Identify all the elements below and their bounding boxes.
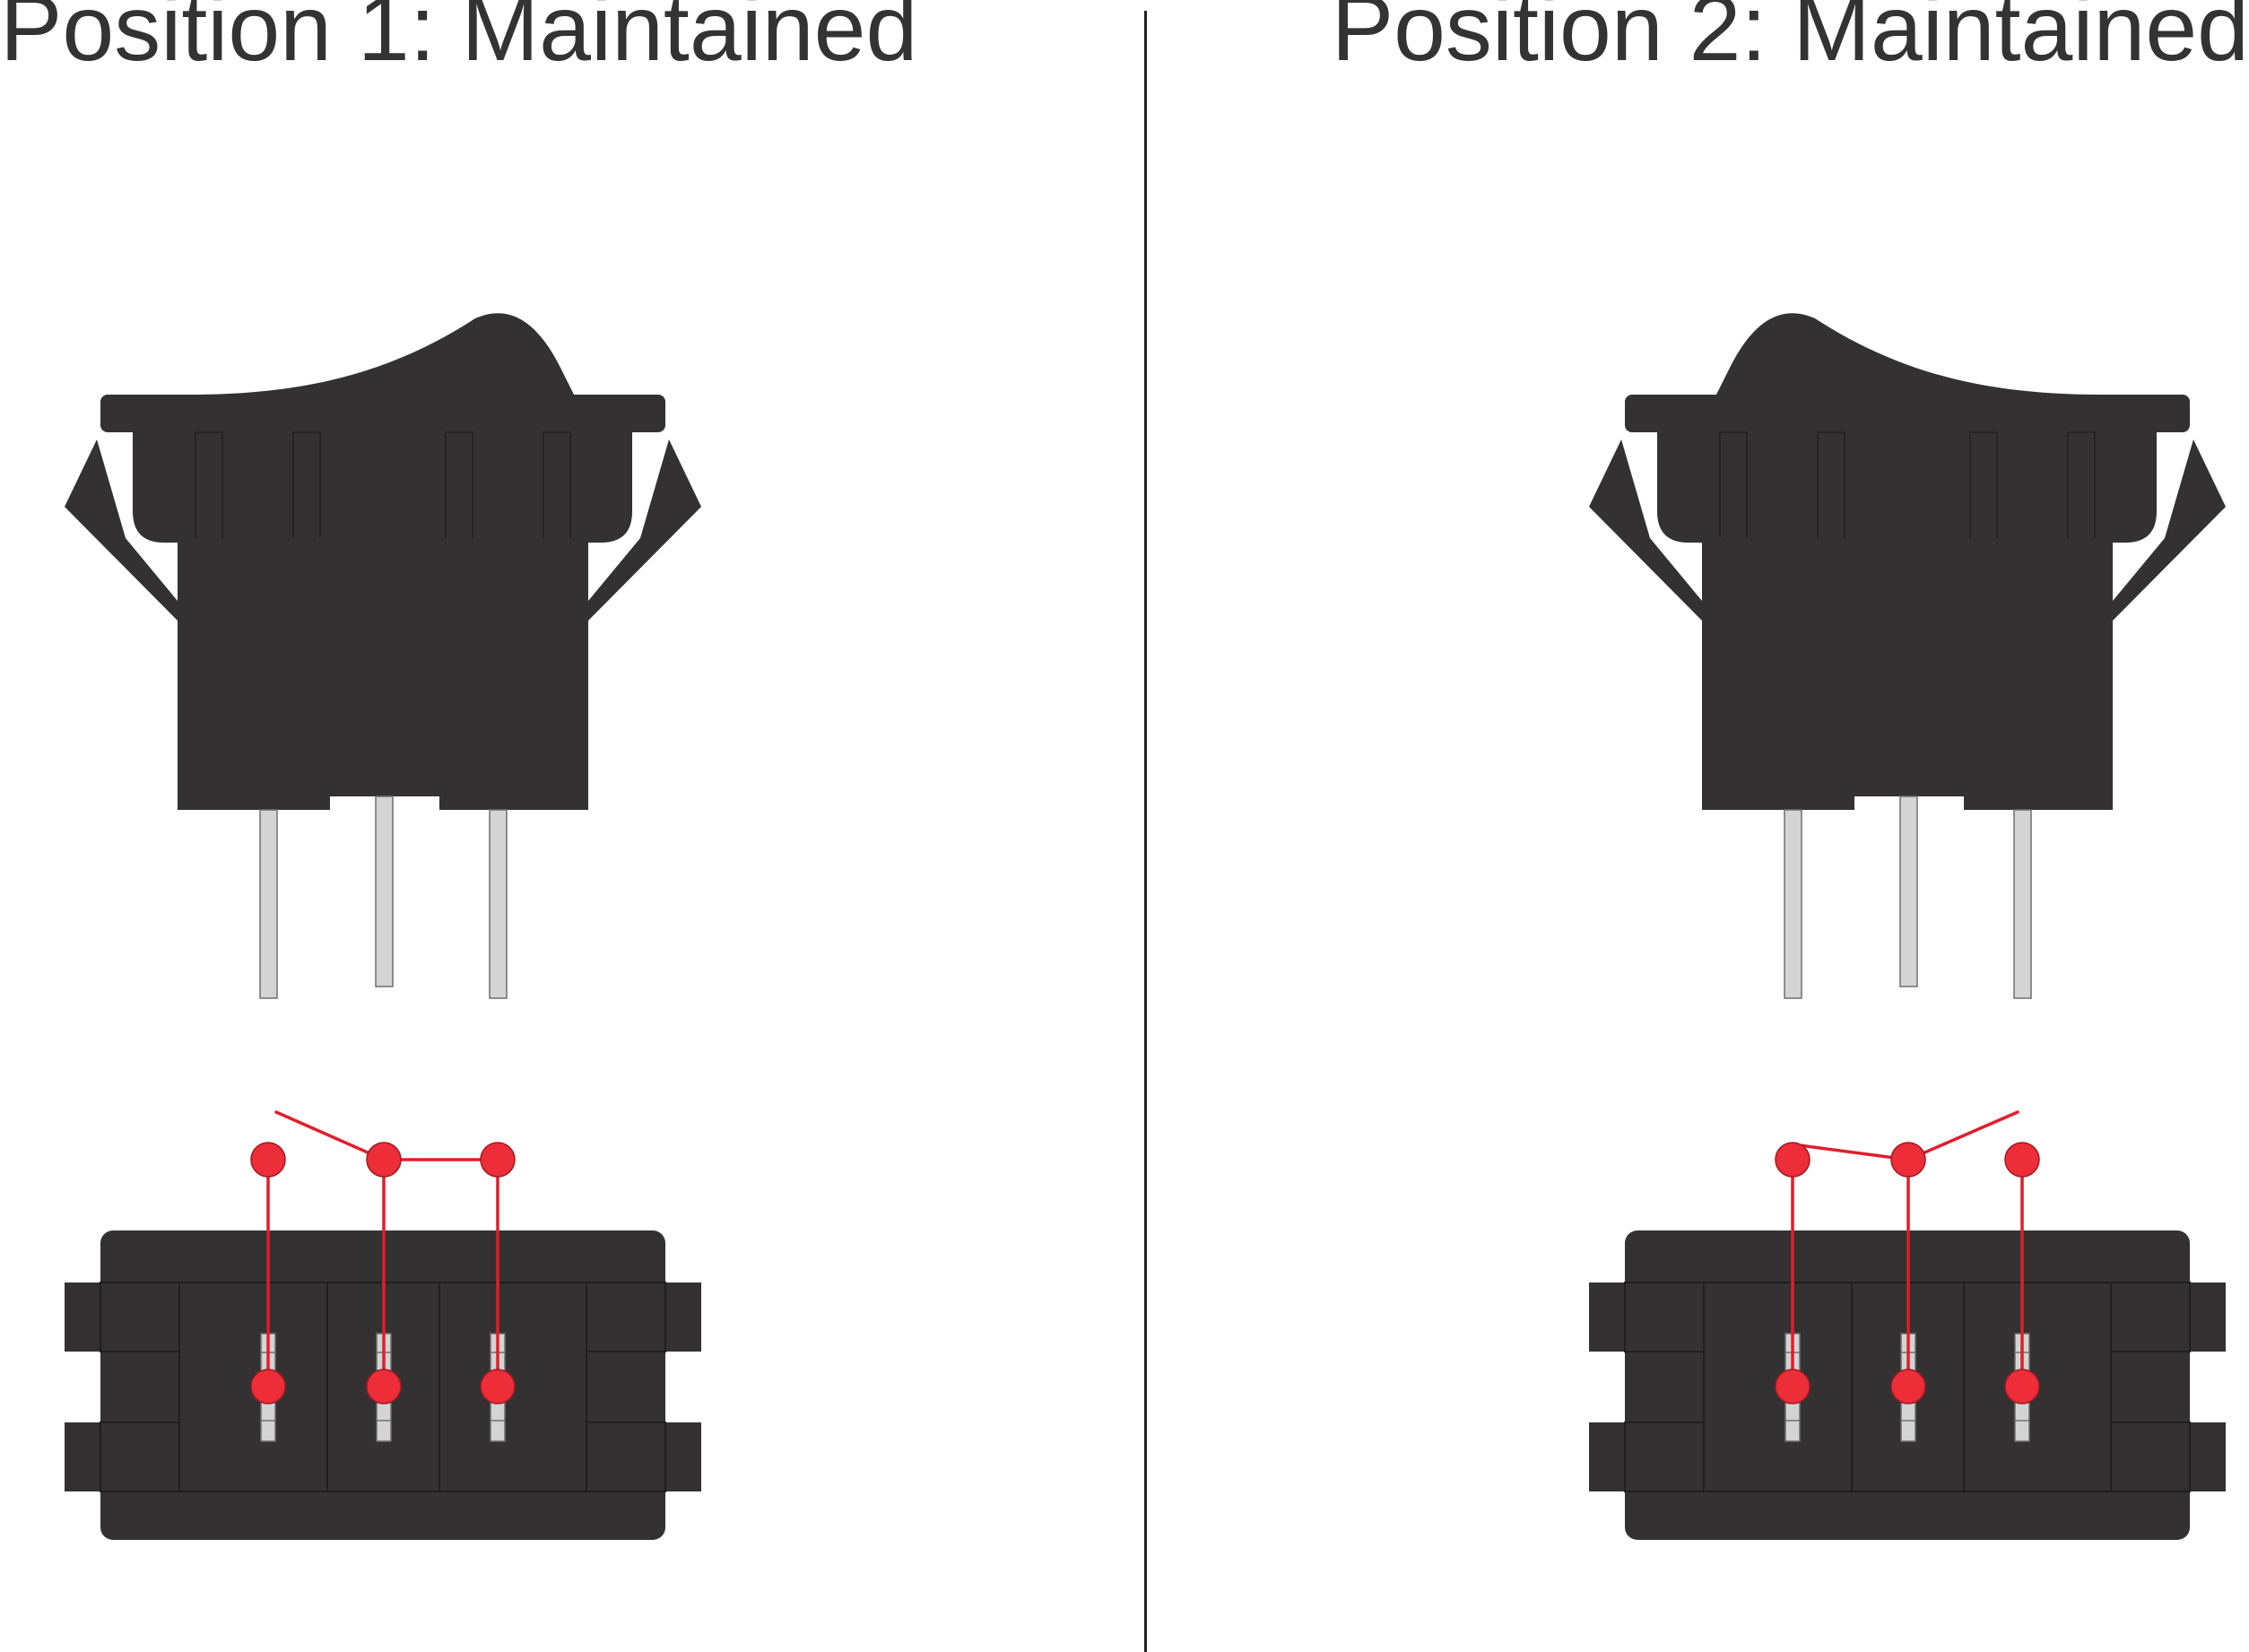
bottom-tab-right-lower: [2111, 1422, 2226, 1491]
position-1-title: Position 1: Maintained: [0, 0, 918, 81]
top-contact-center: [1890, 1142, 1926, 1178]
bottom-tab-left-upper: [1589, 1282, 1704, 1352]
pin-right: [489, 809, 508, 999]
pin-center: [1899, 796, 1918, 987]
contact-dots: [250, 1142, 516, 1404]
pin-right: [2013, 809, 2032, 999]
right-snap-latch: [2113, 439, 2226, 621]
top-contact-center: [366, 1142, 402, 1178]
terminal-contact-left: [1775, 1369, 1810, 1404]
circuit-schematic: [1775, 1110, 2040, 1404]
switch-side-view: [65, 313, 701, 999]
pin-center: [375, 796, 394, 987]
rocker-actuator: [1716, 313, 2102, 395]
terminal-contact-right: [480, 1369, 516, 1404]
closed-contact-arm: [1791, 1143, 1910, 1161]
contact-dots: [1775, 1142, 2040, 1404]
circuit-schematic: [250, 1110, 516, 1404]
terminal-contact-left: [250, 1369, 286, 1404]
open-contact-arm: [1906, 1110, 2019, 1161]
open-contact-arm: [274, 1110, 386, 1161]
terminal-contact-center: [1890, 1369, 1926, 1404]
top-contact-left: [250, 1142, 286, 1178]
left-snap-latch: [1589, 439, 1702, 621]
bottom-tab-right-lower: [586, 1422, 701, 1491]
left-snap-latch: [65, 439, 178, 621]
pin-left: [259, 809, 278, 999]
position-2-title: Position 2: Maintained: [1331, 0, 2249, 81]
bezel-skirt: [133, 430, 632, 543]
schematic-wires: [1791, 1110, 2024, 1388]
position-2-diagram: [1589, 313, 2226, 1540]
schematic-wires: [266, 1110, 499, 1388]
terminal-contact-right: [2004, 1369, 2040, 1404]
top-contact-left: [1775, 1142, 1810, 1178]
bezel-flange: [1625, 395, 2190, 432]
switch-housing: [1702, 538, 2113, 810]
bottom-tab-left-upper: [65, 1282, 179, 1352]
bottom-tab-left-lower: [1589, 1422, 1704, 1491]
bottom-tab-right-upper: [586, 1282, 701, 1352]
pin-left: [1784, 809, 1802, 999]
top-contact-right: [2004, 1142, 2040, 1178]
terminal-contact-center: [366, 1369, 402, 1404]
right-snap-latch: [588, 439, 701, 621]
bezel-flange: [100, 395, 665, 432]
bottom-tab-right-upper: [2111, 1282, 2226, 1352]
bottom-tab-left-lower: [65, 1422, 179, 1491]
center-divider-line: [1144, 11, 1147, 1652]
top-contact-right: [480, 1142, 516, 1178]
bottom-cell-outlines: [100, 1282, 666, 1492]
position-1-diagram: [65, 313, 701, 1540]
switch-side-view: [1589, 313, 2226, 999]
rocker-actuator: [188, 313, 574, 395]
switch-housing: [178, 538, 588, 810]
bezel-skirt: [1657, 430, 2157, 543]
